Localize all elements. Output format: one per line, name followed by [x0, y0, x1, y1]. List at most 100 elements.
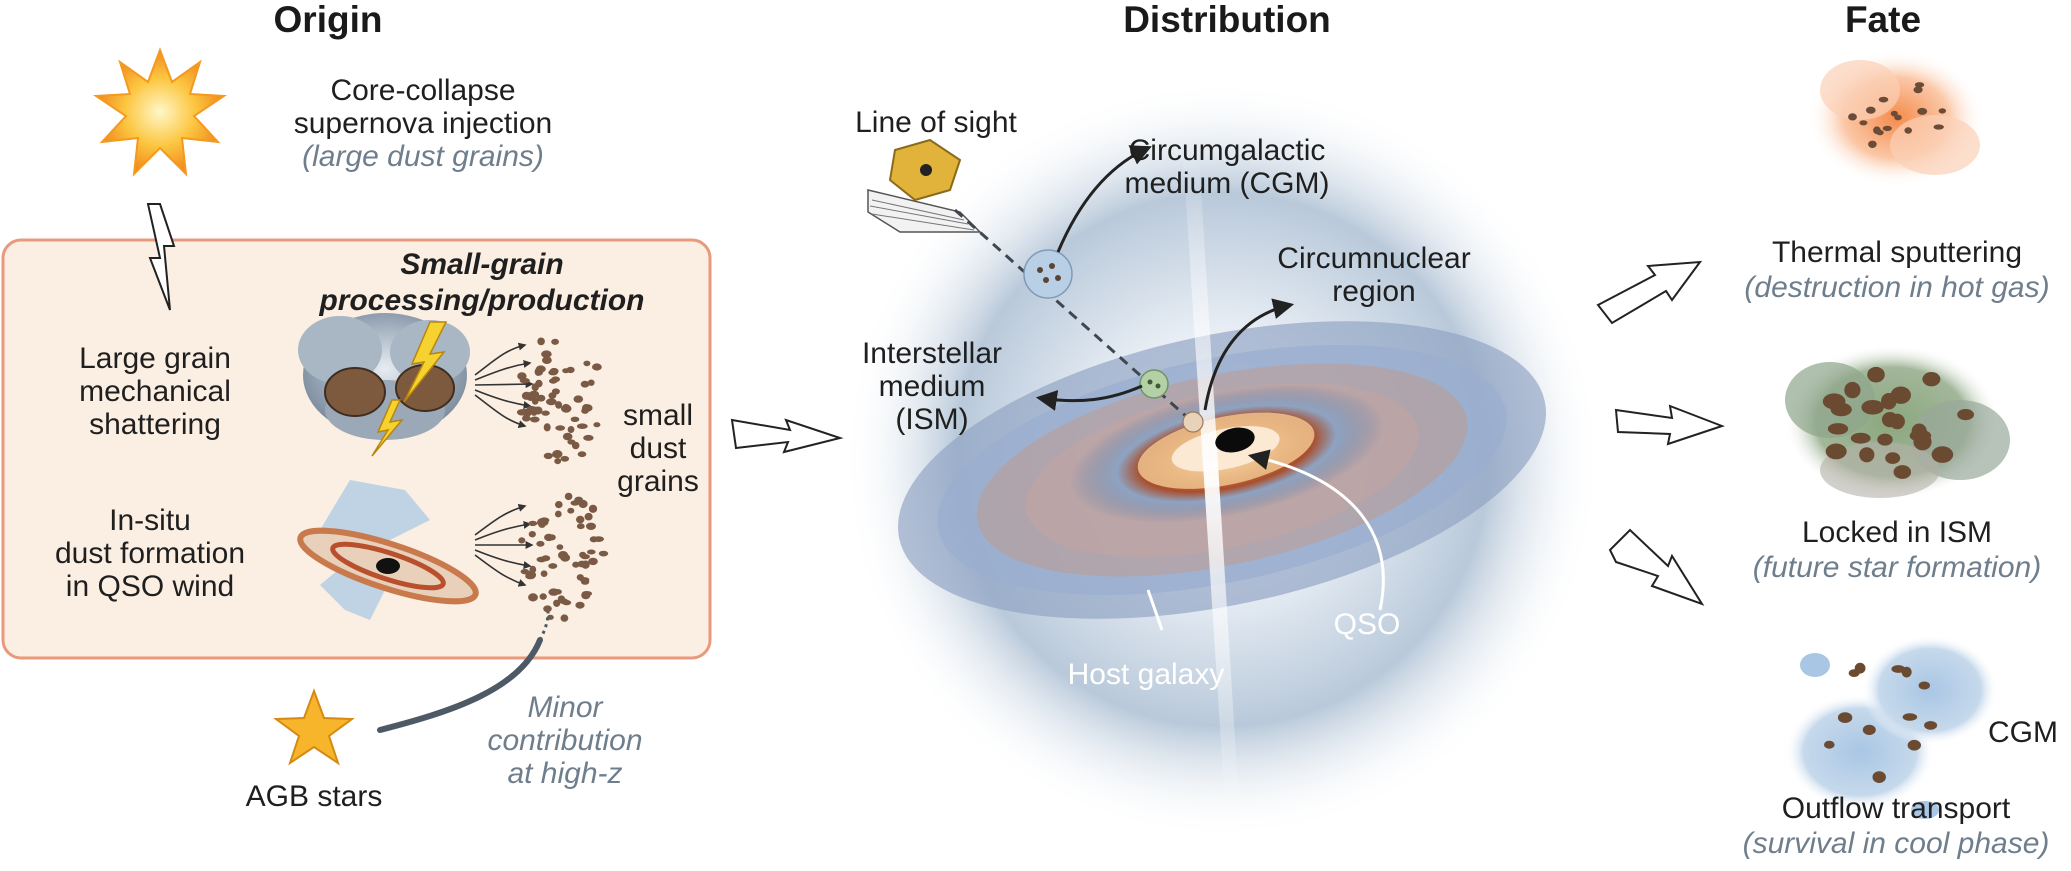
- agb-star-icon: [273, 688, 355, 766]
- dust-grain: [1850, 432, 1871, 444]
- dust-grain: [572, 561, 580, 568]
- dust-grain: [1866, 106, 1876, 114]
- dust-grain: [522, 415, 531, 422]
- qso-label: QSO: [1334, 608, 1401, 641]
- qso-jet: [1182, 140, 1240, 820]
- dust-grain: [1848, 113, 1857, 121]
- dust-grain: [541, 350, 552, 358]
- hollow-arrow-to-locked: [1614, 404, 1725, 446]
- insitu-label-line2: dust formation: [55, 537, 245, 570]
- dust-grain: [548, 588, 559, 596]
- minor-label-line3: at high-z: [507, 757, 622, 790]
- dust-grain: [564, 492, 573, 501]
- dust-grain: [562, 599, 572, 606]
- header-origin: Origin: [274, 0, 383, 40]
- fan-arrows-shattering: [474, 342, 534, 428]
- dust-grain: [1867, 366, 1885, 383]
- outflow-title: Outflow transport: [1782, 792, 2011, 825]
- dust-grain: [598, 550, 609, 557]
- hollow-arrow-to-sputtering: [1596, 260, 1703, 325]
- dust-grain: [579, 551, 587, 558]
- dust-grain: [537, 337, 545, 346]
- dust-grain: [583, 360, 591, 367]
- dust-grain: [1854, 662, 1866, 674]
- dust-grain: [555, 401, 563, 409]
- dust-grain: [530, 416, 540, 423]
- ism-label-line3: (ISM): [895, 403, 968, 436]
- dust-grain: [576, 423, 588, 430]
- dust-grain: [551, 338, 559, 345]
- dust-grain: [575, 601, 585, 609]
- arrow-to-ism: [1035, 384, 1143, 411]
- shattering-cloud-icon: [298, 313, 470, 457]
- dust-grain: [1824, 740, 1835, 749]
- dust-grain: [560, 614, 569, 622]
- cgm-fate-label: CGM: [1988, 716, 2058, 749]
- dust-grain: [1913, 86, 1923, 94]
- small-grains-label-line1: small: [623, 399, 693, 432]
- sputtering-cloud-icon: [1808, 50, 1984, 186]
- dust-grain: [516, 409, 528, 416]
- dust-grain: [1907, 739, 1922, 751]
- dust-grain: [1902, 713, 1918, 721]
- insitu-label-line3: in QSO wind: [66, 570, 234, 603]
- dust-grain: [570, 416, 580, 422]
- sputtering-title: Thermal sputtering: [1772, 236, 2022, 269]
- circumnuclear-label-line1: Circumnuclear: [1277, 242, 1470, 275]
- agb-label: AGB stars: [246, 780, 383, 813]
- dust-grain: [1885, 452, 1901, 464]
- dust-grain: [1913, 433, 1932, 451]
- box-title-line2: processing/production: [318, 284, 644, 317]
- dust-grain: [586, 522, 596, 530]
- dust-grain: [577, 451, 587, 458]
- small-grains-cluster-top: [516, 337, 602, 465]
- dust-grain: [1922, 372, 1941, 387]
- dust-grain: [528, 390, 540, 399]
- ism-label-line2: medium: [879, 370, 986, 403]
- dust-grain: [1827, 423, 1849, 435]
- dust-grain: [577, 560, 587, 568]
- locked-sub: (future star formation): [1753, 551, 2041, 584]
- dust-grain: [1844, 381, 1861, 399]
- dust-grain: [1876, 129, 1884, 136]
- dust-grain: [1878, 96, 1889, 103]
- dust-grain: [570, 500, 580, 506]
- circumnuclear-label-line2: region: [1332, 275, 1415, 308]
- dust-grain: [576, 515, 585, 524]
- dust-grain: [553, 599, 561, 607]
- dust-grain: [542, 356, 552, 365]
- dust-grain: [543, 605, 552, 613]
- dust-grain: [548, 392, 557, 399]
- dust-grain: [548, 563, 558, 569]
- dust-grain: [1894, 114, 1902, 121]
- cgm-label-line2: medium (CGM): [1124, 167, 1329, 200]
- locked-title: Locked in ISM: [1802, 516, 1992, 549]
- dust-grain: [588, 504, 598, 513]
- dust-grain: [531, 383, 539, 392]
- dust-grain: [593, 422, 601, 428]
- host-galaxy-disk: [897, 321, 1547, 619]
- dust-grain: [554, 510, 562, 518]
- ism-cloud-icon: [1784, 344, 2010, 500]
- dust-grain: [592, 363, 602, 371]
- dust-grain: [528, 520, 538, 527]
- dust-grain: [560, 553, 571, 562]
- arrow-to-circumnuclear: [1203, 298, 1295, 411]
- minor-label-line1: Minor: [527, 691, 603, 724]
- dust-grain: [1859, 447, 1875, 463]
- dust-grain: [544, 533, 554, 542]
- dust-grain: [543, 423, 551, 432]
- header-distribution: Distribution: [1123, 0, 1331, 40]
- dust-grain: [1872, 771, 1886, 783]
- host-galaxy-label: Host galaxy: [1068, 658, 1225, 691]
- dust-grain: [567, 507, 575, 514]
- box-title-line1: Small-grain: [400, 248, 563, 281]
- dust-grain: [1904, 127, 1912, 134]
- ism-dust-clump: [1139, 369, 1169, 399]
- dust-grain: [571, 441, 580, 450]
- outflow-sub: (survival in cool phase): [1743, 827, 2050, 860]
- dust-grain: [517, 372, 527, 380]
- dust-grain: [543, 452, 553, 460]
- dust-grain: [579, 577, 590, 583]
- dust-grain: [556, 544, 564, 550]
